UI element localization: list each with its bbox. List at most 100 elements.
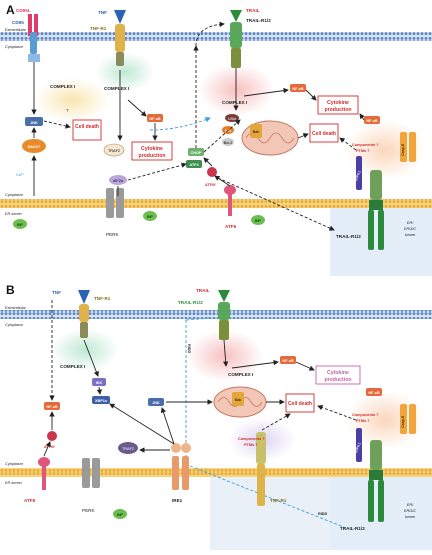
trail-receptor-a: TRAIL TRAIL-R1/2 — [230, 8, 271, 68]
trail-er-receptor-a: TRAIL-R1/2 — [336, 170, 384, 250]
panel-a: A Extracellular Cytoplasm Cytoplasm ER l… — [0, 3, 432, 276]
glow-a-2 — [95, 52, 155, 92]
arrow-b-ridd — [185, 317, 211, 321]
arrow-a-9 — [127, 162, 187, 181]
jnk-label-b: JNK — [152, 401, 160, 405]
tnfr1-er-label-b: TNF-R1 — [270, 498, 287, 503]
eif2a-node — [109, 175, 127, 185]
ire1-label: IRE1 — [172, 498, 183, 503]
nfkb-mid-node-a — [147, 114, 163, 122]
atf6f-label-b: ATF6f — [44, 445, 55, 449]
nfkb-right-node-b — [280, 356, 296, 364]
ire1: IRE1 — [171, 443, 191, 503]
atf6-label-b: ATF6 — [24, 498, 36, 503]
plasma-membrane-b — [0, 310, 432, 319]
bip-label-a-1: BiP — [17, 223, 23, 227]
bip-label-a-2: BiP — [147, 215, 153, 219]
jnk-label-a: JNK — [30, 121, 38, 125]
bak-label-a: Bak — [253, 130, 260, 134]
ikk-label: IKK — [96, 381, 103, 385]
nfkb-right-node-a — [290, 84, 306, 92]
trail-label-b: TRAIL — [196, 288, 210, 293]
nfkb-left-node-b — [44, 402, 60, 410]
cytokine-b-2: production — [324, 377, 351, 383]
arrow-b-9 — [222, 339, 229, 367]
perk-label-a: PERK — [106, 232, 119, 237]
xbp1s-label: XBP1s — [95, 399, 107, 403]
arrow-a-blue — [149, 117, 211, 131]
complex-i-left-a: COMPLEX I — [50, 84, 75, 89]
atf6f-node-a — [207, 167, 217, 177]
daxx-node — [22, 139, 46, 153]
cell-death-left-a-1: Cell death — [75, 124, 99, 130]
arrow-b-10 — [231, 359, 279, 369]
nfkb-far-node-b — [366, 388, 382, 396]
er-ergic-label-b-3: lumen — [405, 515, 415, 519]
extracellular-label-a: Extracellular — [5, 28, 27, 32]
er-membrane-a — [0, 199, 432, 208]
cell-death-box-left-a — [72, 119, 102, 141]
cytoplasm-er-label-b: Cytoplasm — [5, 462, 23, 466]
ripk1-node-a — [356, 156, 362, 190]
cytokine-box-b — [315, 365, 361, 385]
trail-r12-label-a: TRAIL-R1/2 — [246, 18, 271, 23]
atf6f-node-b — [47, 431, 57, 441]
tnfr1-receptor-a: TNF TNF-R1 — [90, 10, 126, 66]
atf6-label-a: ATF6 — [225, 224, 237, 229]
arrow-b-6 — [109, 403, 175, 445]
ripk1-node-b — [356, 428, 362, 462]
bip-label-b: BiP — [117, 513, 123, 517]
jnk-node-b — [148, 398, 164, 406]
atf4-node — [186, 160, 202, 168]
arrow-a-11 — [203, 157, 213, 167]
complex-i-mid-a: COMPLEX I — [104, 86, 129, 91]
arrow-b-15 — [317, 405, 357, 421]
traf2-label-a: TRAF2 — [108, 149, 120, 153]
components-mid-b-1: Components ? — [238, 437, 265, 441]
components-right-b-1: Components ? — [352, 413, 379, 417]
bak-node-b — [232, 392, 244, 406]
arrow-a-16 — [243, 87, 289, 97]
arrow-b-2 — [96, 386, 103, 395]
arrow-a-14 — [203, 119, 241, 153]
arrow-b-14 — [261, 413, 291, 431]
panel-a-letter: A — [6, 3, 15, 17]
cytokine-mid-a-2: production — [138, 153, 165, 159]
cytoplasm-label-b: Cytoplasm — [5, 323, 23, 327]
glow-b-1 — [51, 328, 119, 372]
atf6-a: ATF6 — [224, 185, 237, 229]
arrow-a-19 — [359, 113, 365, 121]
arrow-a-13 — [195, 21, 225, 47]
cytoplasm-er-label-a: Cytoplasm — [5, 193, 23, 197]
cell-death-b: Cell death — [288, 401, 312, 407]
er-ergic-label-a-3: lumen — [405, 233, 415, 237]
er-ergic-label-b-1: ER/ — [407, 503, 414, 507]
panel-b-letter: B — [6, 283, 15, 297]
cytoplasm-label-a: Cytoplasm — [5, 45, 23, 49]
er-lumen-label-a: ER lumen — [5, 212, 22, 216]
er-ergic-label-a-1: ER/ — [407, 221, 414, 225]
ripk1-label-a: RIPK1 — [354, 170, 362, 182]
arrow-b-5 — [43, 441, 51, 457]
trail-r12-er-label-b: TRAIL-R1/2 — [340, 526, 365, 531]
atf6-b: ATF6 — [24, 457, 50, 503]
nfkb-left-label-b: NF-κB — [46, 405, 57, 409]
xbp1s-node — [92, 396, 110, 404]
nfkb-right-label-a: NF-κB — [292, 87, 303, 91]
ikk-node — [92, 378, 106, 386]
er-ergic-label-b-2: ERGIC — [404, 509, 416, 513]
nfkb-far-label-b: NF-κB — [368, 391, 379, 395]
bcl2-node — [222, 138, 234, 146]
ridd-diag-label: RIDD — [318, 512, 328, 516]
er-ergic-label-a-2: ERGIC — [404, 227, 416, 231]
arrow-a-21 — [217, 177, 335, 231]
traf2-label-b: TRAF2 — [122, 447, 134, 451]
daxx-label: DAXX? — [28, 145, 42, 149]
complex-i-right-a: COMPLEX I — [222, 100, 247, 105]
bip-label-a-3: BiP — [255, 219, 261, 223]
arrow-a-6 — [127, 99, 147, 117]
trail-receptor-b: TRAIL TRAIL-R1/2 — [178, 288, 230, 340]
casp8-b: Casp-8 — [400, 404, 416, 434]
components-mid-b-2: PTMs ? — [244, 443, 258, 447]
